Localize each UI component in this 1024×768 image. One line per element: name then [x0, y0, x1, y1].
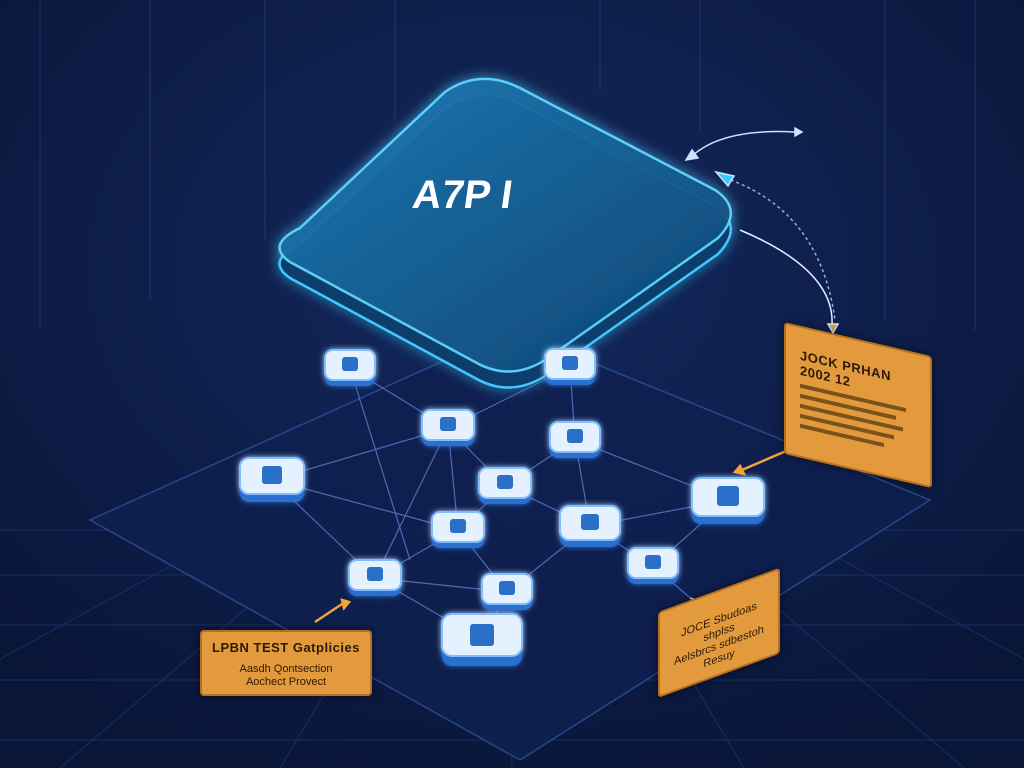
arrow-icon: [713, 170, 736, 188]
arrow-icon: [794, 126, 804, 138]
node-9: [559, 505, 621, 547]
arrow-top: [689, 130, 796, 159]
node-icon: [342, 357, 358, 371]
api-platform-label: A7P I: [410, 172, 516, 217]
node-1: [324, 349, 376, 386]
node-icon: [262, 466, 282, 484]
node-icon: [499, 581, 515, 595]
node-11: [348, 559, 402, 596]
callout-left-line-2: Aochect Provect: [245, 676, 327, 688]
node-3: [421, 409, 475, 446]
node-4: [549, 421, 601, 458]
network-nodes: [239, 348, 765, 666]
arrow-icon: [826, 323, 840, 335]
platform-arrows: [684, 126, 840, 335]
node-icon: [581, 514, 599, 530]
arrow-icon: [732, 463, 747, 476]
arrow-icon: [340, 598, 352, 611]
callout-left-line-1: Aasdh Qontsection: [239, 663, 333, 675]
node-icon: [562, 356, 578, 370]
node-icon: [470, 624, 494, 646]
node-2: [544, 348, 596, 385]
arrow-dotted: [724, 177, 836, 321]
arrow-icon: [684, 148, 700, 162]
node-icon: [450, 519, 466, 533]
connector-left: [314, 602, 343, 624]
callout-left: LPBN TEST Gatplicies Aasdh Qontsection A…: [200, 630, 372, 696]
node-10: [627, 547, 679, 584]
node-6: [478, 467, 532, 504]
node-7: [691, 477, 765, 524]
node-8: [431, 511, 485, 548]
node-icon: [497, 475, 513, 489]
background-vertical-lines: [39, 0, 976, 330]
node-icon: [717, 486, 739, 506]
node-icon: [567, 429, 583, 443]
api-platform: [278, 77, 732, 389]
callout-left-title: LPBN TEST Gatplicies: [212, 640, 360, 655]
node-12: [481, 573, 533, 610]
node-5: [239, 457, 305, 502]
arrow-to-callout: [739, 229, 833, 326]
node-icon: [440, 417, 456, 431]
node-icon: [367, 567, 383, 581]
node-icon: [645, 555, 661, 569]
node-13: [441, 613, 523, 666]
